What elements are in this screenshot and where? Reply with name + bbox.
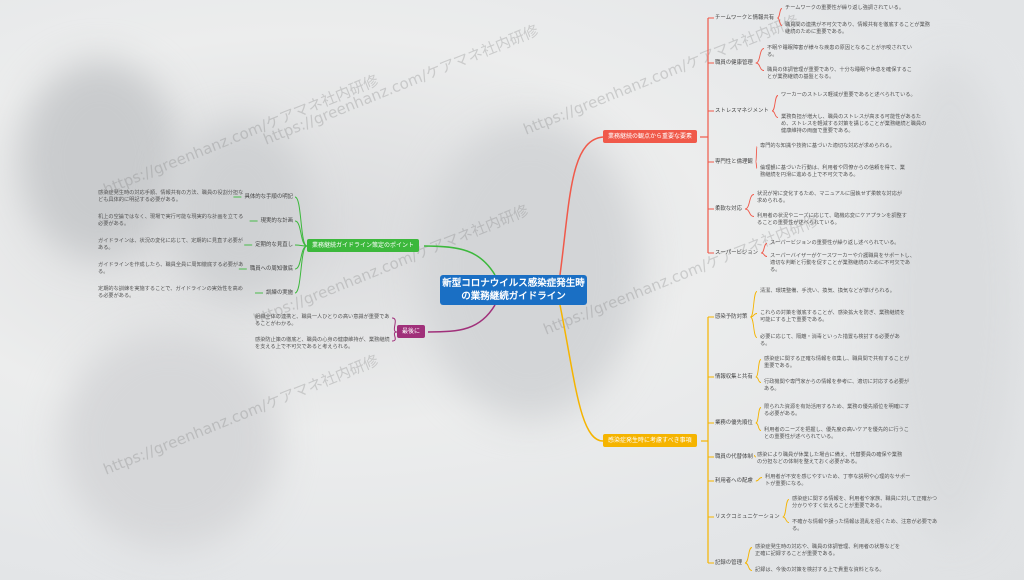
detail-text: 限られた資源を有効活用するため、業務の優先順位を明確にする必要がある。 (764, 404, 910, 417)
detail-connector (744, 194, 755, 210)
detail-text: 清潔、環境整備、手洗い、換気、換気などが挙げられる。 (760, 288, 895, 294)
detail-text: 感染防止策の徹底と、職員の心身の健康維持が、業務継続を支える上で不可欠であると考… (255, 337, 390, 350)
connector-root-points (423, 245, 496, 276)
detail-connector (777, 17, 783, 26)
detail-text: 感染症に関する正確な情報を収集し、職員間で共有することが重要である。 (764, 356, 910, 369)
detail-connector (771, 95, 779, 112)
connector-root-consider (559, 304, 604, 442)
connector (294, 245, 308, 294)
detail-text: 定期的な訓練を実施することで、ガイドラインの実効性を高める必要がある。 (98, 286, 243, 299)
detail-text: 不確かな情報や誤った情報は混乱を招くため、注意が必要である。 (792, 519, 938, 532)
detail-connector (771, 110, 779, 118)
detail-connector (744, 562, 753, 571)
background-blur (170, 120, 310, 300)
sub-item[interactable]: 記録の管理 (715, 560, 742, 566)
detail-text: 感染により職員が休業した場合に備え、代替要員の確保や業務の分担などの体制を整えて… (757, 452, 903, 465)
detail-text: 必要に応じて、隔離・消毒といった措置も検討する必要がある。 (760, 334, 900, 347)
connector-root-important (559, 136, 604, 276)
connector (294, 196, 308, 247)
detail-connector (777, 8, 783, 19)
sub-item[interactable]: 現実的な計画 (260, 218, 293, 224)
sub-item[interactable]: 業務の優先順位 (715, 420, 753, 426)
detail-text: 不眠や睡眠障害が様々な疾患の原因となることが示唆されている。 (767, 45, 912, 58)
detail-text: ガイドラインは、状況の変化に応じて、定期的に見直す必要がある。 (98, 238, 243, 251)
detail-connector (761, 243, 768, 254)
detail-text: 利用者が不安を感じやすいため、丁寧な説明や心理的なサポートが重要になる。 (765, 474, 911, 487)
sub-item[interactable]: 具体的な手順の明記 (244, 194, 293, 200)
detail-connector (755, 359, 762, 378)
detail-text: 記録は、今後の対策を検討する上で貴重な資料となる。 (755, 567, 885, 573)
sub-item[interactable]: 利用者への配慮 (715, 478, 753, 484)
detail-connector (391, 331, 398, 342)
detail-text: スーパービジョンの重要性が繰り返し述べられている。 (770, 240, 900, 246)
detail-connector (750, 313, 758, 318)
detail-text: ワーカーのストレス軽減が重要であると述べられている。 (781, 92, 916, 98)
sub-item[interactable]: 職員の健康管理 (715, 60, 753, 66)
background-blur (880, 60, 1020, 540)
detail-connector (753, 455, 756, 458)
branch-consider[interactable]: 感染症発生時に考慮すべき事項 (603, 434, 697, 447)
root-node[interactable]: 新型コロナウイルス感染症発生時 の業務継続ガイドライン (440, 275, 587, 305)
detail-text: 職員の体調管理が重要であり、十分な睡眠や休息を確保することが業務継続の基盤となる… (767, 67, 912, 80)
detail-text: 利用者の状況やニーズに応じて、臨機応変にケアプランを調整することの重要性が述べら… (757, 213, 907, 226)
detail-connector (782, 516, 790, 523)
connector (294, 220, 308, 247)
root-title-line2: の業務継続ガイドライン (461, 291, 566, 302)
detail-connector (755, 62, 765, 71)
detail-connector (755, 48, 765, 64)
detail-text: 行政機関や専門家からの情報を参考に、適切に対応する必要がある。 (764, 379, 910, 392)
connector-root-final (427, 304, 496, 333)
detail-connector (761, 252, 768, 257)
detail-connector (755, 422, 762, 431)
detail-connector (744, 208, 755, 217)
detail-text: 感染症に関する情報を、利用者や家族、職員に対して正確かつ分かりやすく伝えることが… (792, 496, 938, 509)
sub-item[interactable]: 情報収集と共有 (715, 374, 753, 380)
sub-item[interactable]: 定期的な見直し (255, 242, 293, 248)
branch-final[interactable]: 最後に (397, 325, 426, 338)
detail-text: ガイドラインを作成したら、職員全員に周知徹底する必要がある。 (98, 262, 244, 275)
detail-connector (749, 291, 758, 318)
detail-text: 感染症発生時の対応手順、情報共有の方法、職員の役割分担なども具体的に明記する必要… (98, 190, 244, 203)
detail-text: 組織全体の連携と、職員一人ひとりの高い意識が重要であることがわかる。 (255, 314, 390, 327)
detail-text: 利用者のニーズを把握し、優先度の高いケアを優先的に行うことの重要性が述べられてい… (764, 427, 909, 440)
detail-text: 感染症発生時の対応や、職員の体調管理、利用者の状態などを正確に記録することが重要… (755, 544, 901, 557)
detail-connector (755, 146, 758, 163)
sub-item[interactable]: 柔軟な対応 (715, 206, 742, 212)
sub-item[interactable]: 訓練の実施 (266, 290, 293, 296)
detail-text: 倫理観に基づいた行動は、利用者や同僚からの信頼を得て、業務継続を円滑に進める上で… (760, 165, 905, 178)
sub-item[interactable]: 職員への周知徹底 (249, 266, 293, 272)
sub-item[interactable]: スーパービジョン (715, 250, 759, 256)
detail-connector (750, 316, 758, 338)
detail-text: スーパーバイザーがケースワーカーや介護職員をサポートし、適切な判断と行動を促すこ… (770, 253, 915, 273)
detail-connector (755, 161, 758, 169)
detail-text: これらの対策を徹底することが、感染拡大を防ぎ、業務継続を可能にする上で重要である… (760, 310, 905, 323)
detail-connector (391, 317, 398, 333)
detail-connector (782, 499, 790, 518)
background-blur (420, 120, 640, 420)
detail-text: 業務負担が増大し、職員のストレスが高まる可能性があるため、ストレスを軽減する対策… (781, 114, 927, 134)
detail-text: チームワークの重要性が繰り返し強調されている。 (785, 5, 905, 11)
sub-item[interactable]: 感染予防対策 (715, 314, 748, 320)
detail-connector (744, 547, 753, 564)
root-title-line1: 新型コロナウイルス感染症発生時 (442, 278, 585, 289)
sub-item[interactable]: リスクコミュニケーション (715, 514, 780, 520)
detail-connector (755, 477, 763, 482)
detail-connector (755, 407, 762, 424)
sub-item[interactable]: ストレスマネジメント (715, 108, 769, 114)
detail-text: 専門的な知識や技術に基づいた適切な対応が求められる。 (760, 143, 895, 149)
background-blur (60, 330, 280, 550)
sub-item[interactable]: 専門性と倫理観 (715, 159, 753, 165)
background-blur (20, 60, 180, 260)
sub-item[interactable]: 職員の代替体制 (715, 454, 753, 460)
detail-text: 職員間の連携が不可欠であり、情報共有を徹底することが業務継続のために重要である。 (785, 22, 930, 35)
branch-important[interactable]: 業務継続の観点から重要な要素 (603, 130, 698, 143)
sub-item[interactable]: チームワークと情報共有 (715, 15, 775, 21)
branch-points[interactable]: 業務継続ガイドライン策定のポイント (307, 239, 420, 252)
detail-text: 状況が常に変化するため、マニュアルに固執せず柔軟な対応が求められる。 (757, 191, 903, 204)
detail-connector (755, 376, 762, 383)
detail-text: 机上の空論ではなく、現場で実行可能な現実的な計画を立てる必要がある。 (98, 214, 244, 227)
